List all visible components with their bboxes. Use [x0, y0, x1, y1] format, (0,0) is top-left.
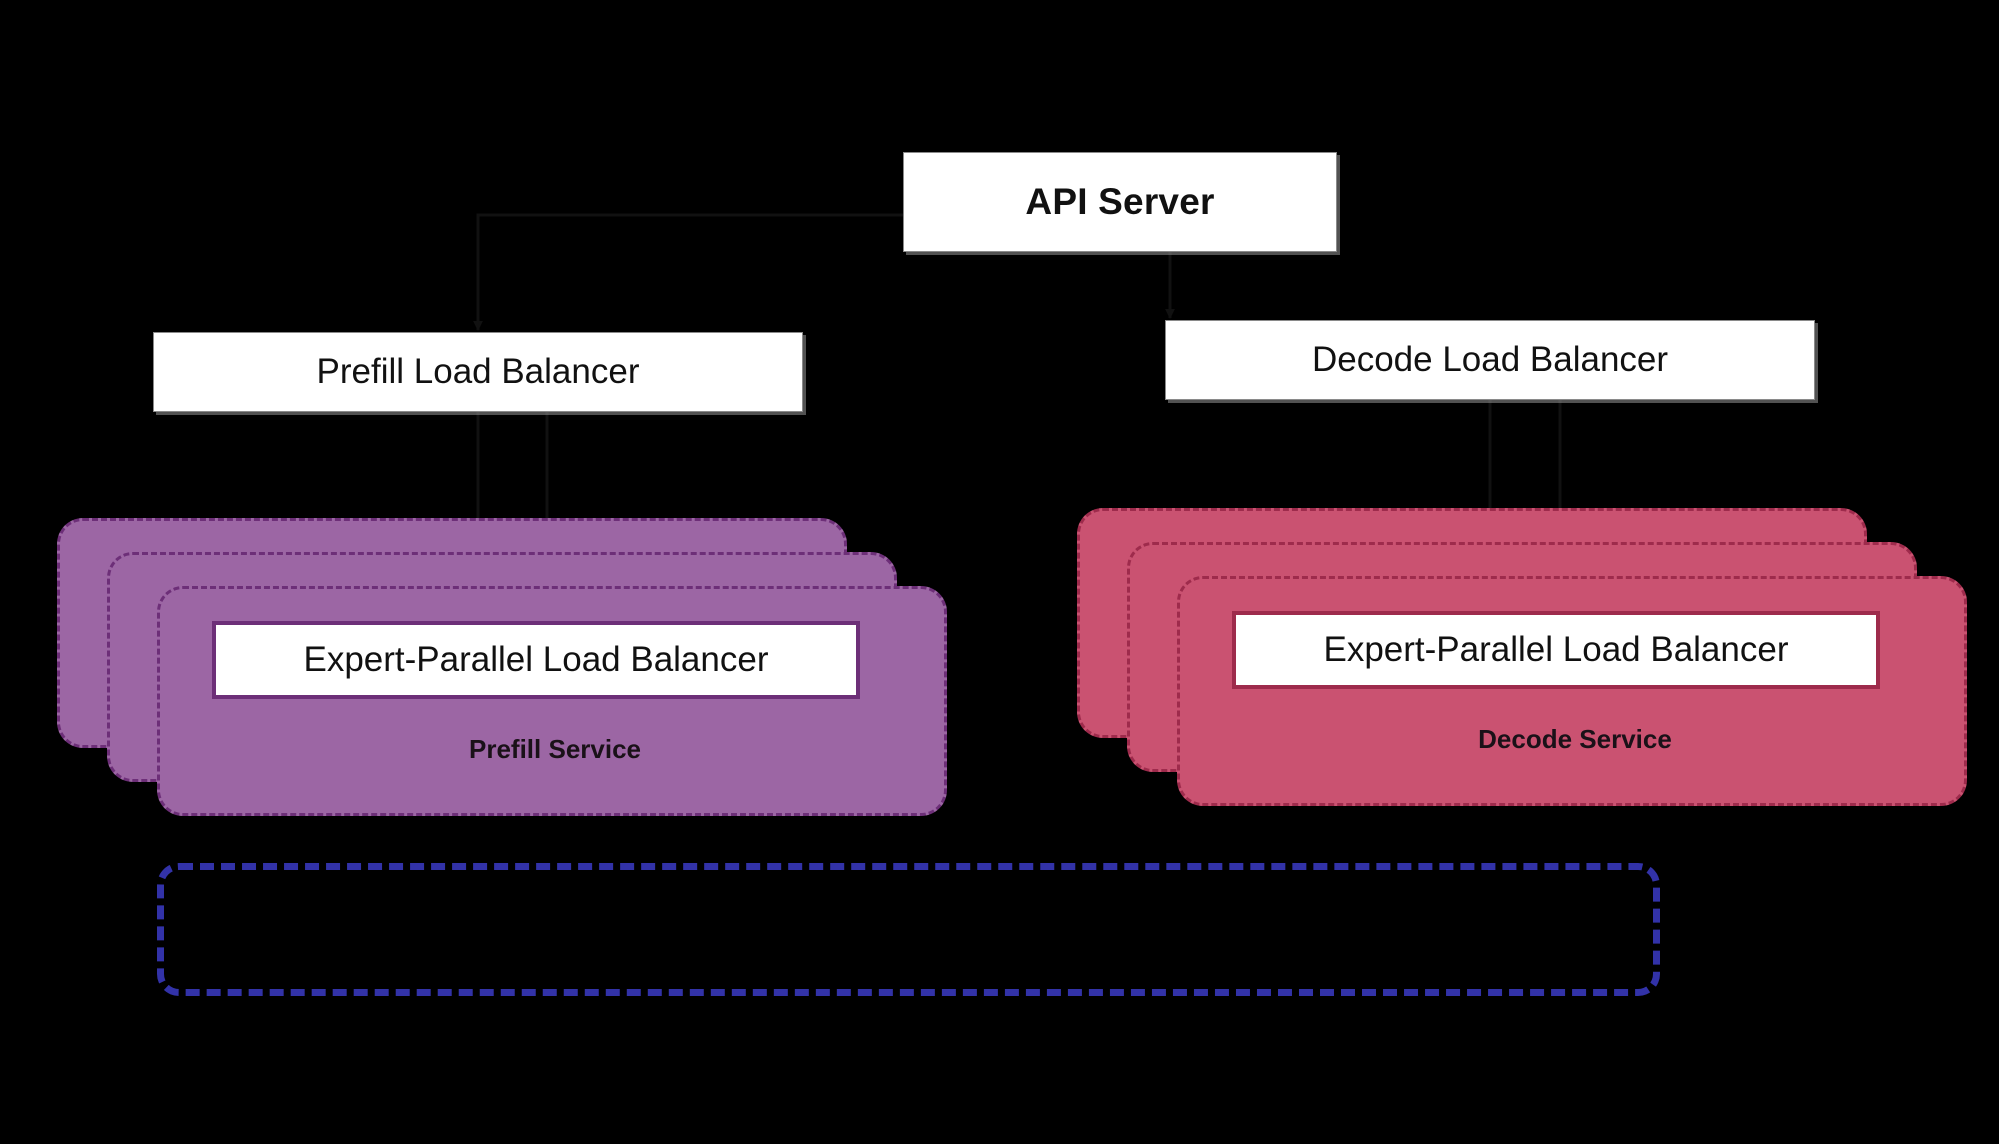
api-server-node[interactable]: API Server — [903, 152, 1337, 252]
decode-service-replica-1[interactable]: Expert-Parallel Load Balancer Decode Ser… — [1177, 576, 1967, 806]
prefill-load-balancer-label: Prefill Load Balancer — [316, 351, 640, 391]
decode-expert-parallel-label: Expert-Parallel Load Balancer — [1323, 630, 1789, 669]
decode-service-label: Decode Service — [1478, 724, 1672, 754]
decode-expert-parallel-load-balancer[interactable]: Expert-Parallel Load Balancer — [1232, 611, 1880, 689]
blue-zone-container[interactable] — [157, 863, 1660, 996]
decode-load-balancer-label: Decode Load Balancer — [1311, 339, 1669, 379]
prefill-expert-parallel-load-balancer[interactable]: Expert-Parallel Load Balancer — [212, 621, 860, 699]
prefill-service-replica-1[interactable]: Expert-Parallel Load Balancer Prefill Se… — [157, 586, 947, 816]
prefill-load-balancer-node[interactable]: Prefill Load Balancer — [153, 332, 803, 412]
prefill-expert-parallel-label: Expert-Parallel Load Balancer — [303, 640, 769, 679]
decode-load-balancer-node[interactable]: Decode Load Balancer — [1165, 320, 1815, 400]
prefill-service-label: Prefill Service — [469, 734, 641, 764]
api-server-label: API Server — [1025, 180, 1215, 222]
